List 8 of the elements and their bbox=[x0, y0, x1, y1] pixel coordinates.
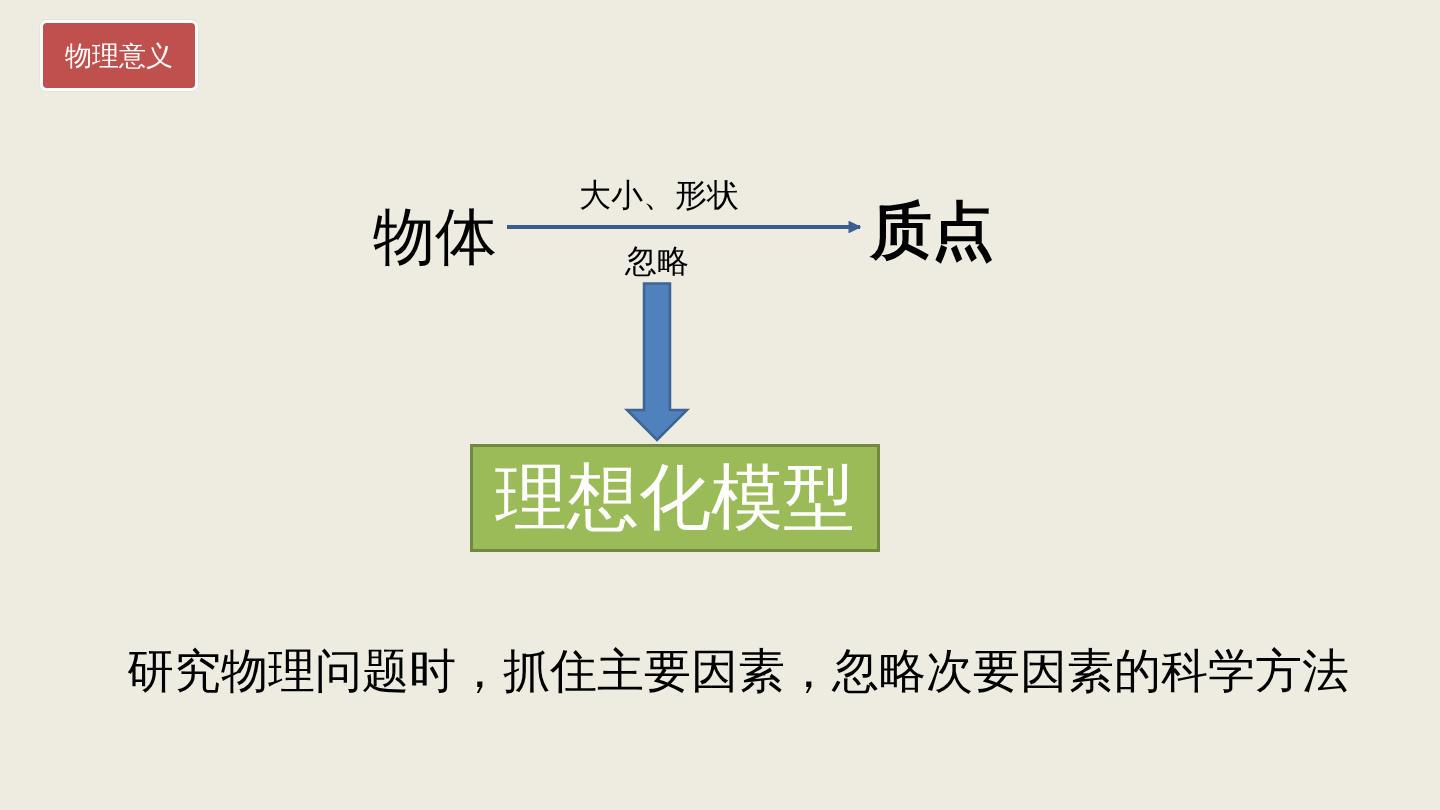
section-tag: 物理意义 bbox=[40, 20, 198, 91]
concept-label: 物体 bbox=[363, 202, 507, 272]
block-arrow bbox=[624, 282, 690, 442]
concept-label: 质点 bbox=[860, 196, 1004, 266]
action-label: 忽略 bbox=[625, 244, 689, 280]
summary-text: 研究物理问题时，抓住主要因素，忽略次要因素的科学方法 bbox=[127, 645, 1349, 697]
arrow bbox=[507, 220, 862, 234]
model-box: 理想化模型 bbox=[470, 444, 880, 552]
